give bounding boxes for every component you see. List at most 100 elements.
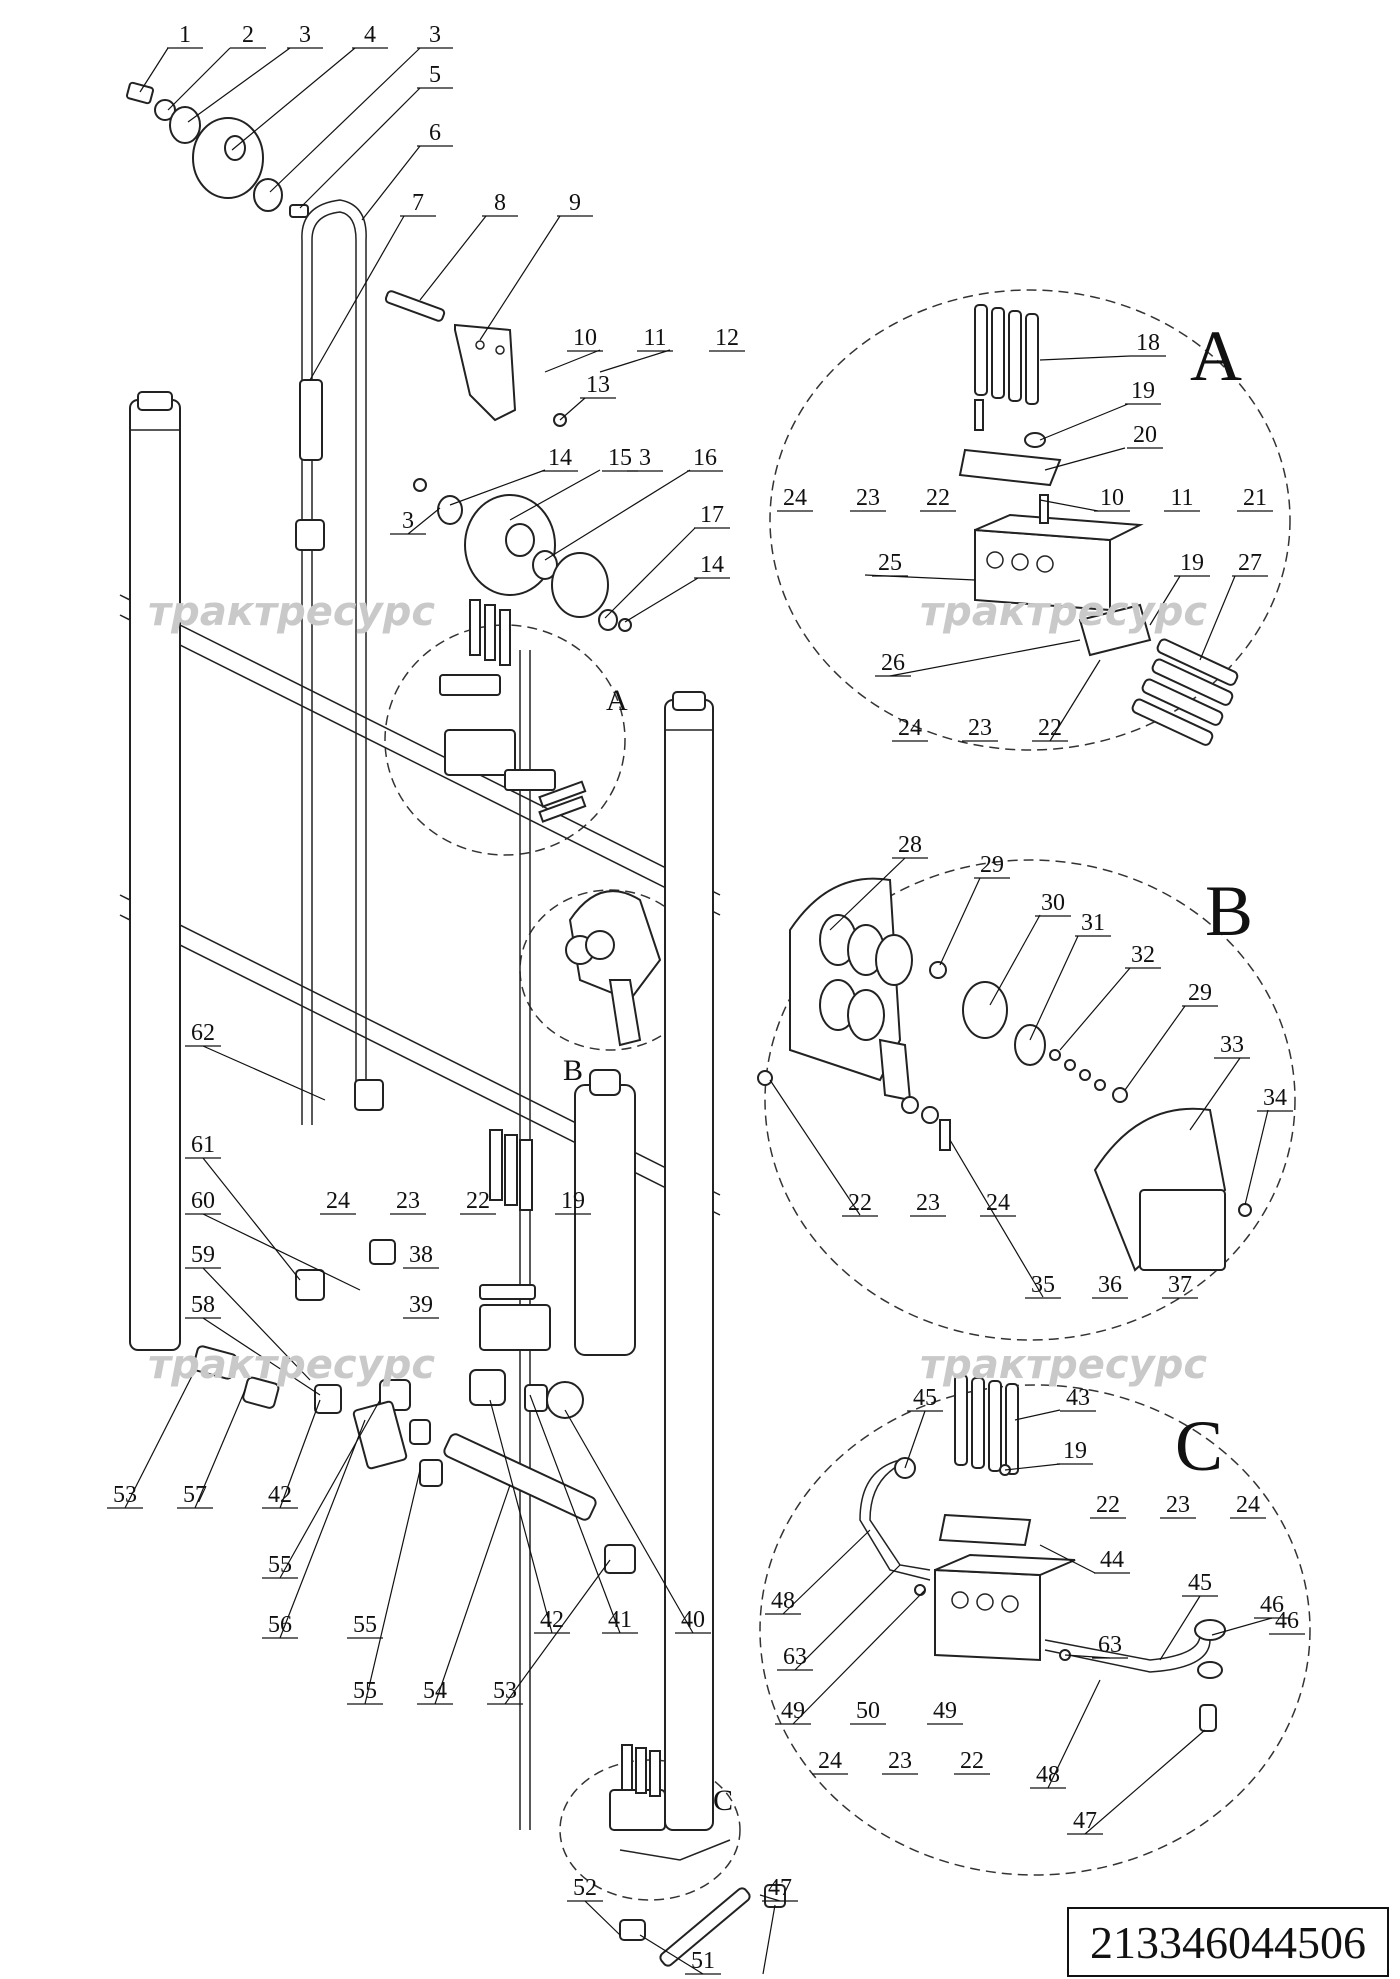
part-number-label: 23 xyxy=(888,1748,912,1774)
left-cylinder xyxy=(129,391,181,1351)
part-number-label: 49 xyxy=(781,1698,805,1724)
part-number-label: 47 xyxy=(768,1875,792,1901)
part-number-label: 2 xyxy=(242,22,254,48)
right-cylinder xyxy=(664,691,714,1831)
leader-line xyxy=(762,1904,776,1975)
leader-line xyxy=(509,469,601,521)
leader-line xyxy=(1039,403,1129,441)
part-number-label: 34 xyxy=(1263,1085,1287,1111)
part-number-label: 45 xyxy=(913,1385,937,1411)
part-number-label: 26 xyxy=(881,650,905,676)
small-letter-a: A xyxy=(606,684,628,717)
leader-line xyxy=(139,47,169,93)
leader-line xyxy=(407,507,441,535)
part-number-label: 12 xyxy=(715,325,739,351)
watermark-2: трактресурс xyxy=(920,589,1207,635)
part-number-label: 8 xyxy=(494,190,506,216)
watermark-4: трактресурс xyxy=(920,1342,1207,1388)
part-number-label: 62 xyxy=(191,1020,215,1046)
leader-line xyxy=(434,1484,511,1705)
part-number-label: 9 xyxy=(569,190,581,216)
part-number-label: 3 xyxy=(299,22,311,48)
leader-line xyxy=(792,1589,926,1725)
part-number-label: 32 xyxy=(1131,942,1155,968)
part-number-label: 22 xyxy=(960,1748,984,1774)
leader-line xyxy=(989,914,1041,1006)
watermark-3: трактресурс xyxy=(148,1342,435,1388)
part-number-label: 3 xyxy=(429,22,441,48)
part-number-label: 55 xyxy=(353,1612,377,1638)
part-number-label: 24 xyxy=(326,1188,350,1214)
part-number-label: 23 xyxy=(916,1190,940,1216)
leader-line xyxy=(187,47,291,123)
part-number-label: 48 xyxy=(771,1588,795,1614)
part-number-label: 19 xyxy=(1180,550,1204,576)
part-number-label: 29 xyxy=(1188,980,1212,1006)
leader-line xyxy=(279,1399,321,1509)
leader-line xyxy=(1044,447,1126,471)
part-number-label: 40 xyxy=(681,1607,705,1633)
leader-line xyxy=(829,857,906,931)
part-number-label: 48 xyxy=(1036,1762,1060,1788)
leader-line xyxy=(1039,355,1131,361)
part-number-label: 23 xyxy=(968,715,992,741)
leader-line xyxy=(1059,967,1131,1051)
part-number-label: 24 xyxy=(898,715,922,741)
part-number-label: 63 xyxy=(1098,1632,1122,1658)
part-number-label: 16 xyxy=(693,445,717,471)
part-number-label: 39 xyxy=(409,1292,433,1318)
part-number-label: 60 xyxy=(191,1188,215,1214)
detail-letter-c: C xyxy=(1175,1406,1223,1486)
leader-line xyxy=(939,877,981,966)
leader-line xyxy=(949,1139,1044,1298)
part-number-label: 24 xyxy=(783,485,807,511)
part-number-label: 11 xyxy=(643,325,666,351)
detail-b-circle xyxy=(764,859,1296,1341)
small-letter-b: B xyxy=(563,1054,583,1087)
leader-line xyxy=(624,577,699,623)
part-number-label: 23 xyxy=(1166,1492,1190,1518)
part-number-label: 41 xyxy=(608,1607,632,1633)
part-number-label: 24 xyxy=(818,1748,842,1774)
part-number-label: 42 xyxy=(540,1607,564,1633)
part-number-label: 22 xyxy=(466,1188,490,1214)
leader-line xyxy=(504,1559,611,1705)
leader-line xyxy=(1004,1463,1061,1471)
leader-line xyxy=(269,47,421,193)
leader-line xyxy=(1244,1109,1269,1206)
part-number-label: 50 xyxy=(856,1698,880,1724)
part-number-label: 30 xyxy=(1041,890,1065,916)
leader-line xyxy=(231,47,356,151)
part-number-label: 19 xyxy=(1063,1438,1087,1464)
part-number-label: 14 xyxy=(548,445,572,471)
part-number-label: 42 xyxy=(268,1482,292,1508)
detail-a-circle xyxy=(769,289,1291,751)
part-number-label: 22 xyxy=(926,485,950,511)
part-number-label: 23 xyxy=(396,1188,420,1214)
part-number-label: 7 xyxy=(412,190,424,216)
part-number-label: 1 xyxy=(179,22,191,48)
part-number-label: 43 xyxy=(1066,1385,1090,1411)
leader-line xyxy=(124,1369,196,1509)
leader-line xyxy=(1211,1617,1273,1636)
leader-line xyxy=(1047,1679,1101,1789)
leader-line xyxy=(489,1399,553,1634)
leader-line xyxy=(309,215,405,381)
part-number-label: 10 xyxy=(573,325,597,351)
part-number-label: 3 xyxy=(639,445,651,471)
part-number-label: 33 xyxy=(1220,1032,1244,1058)
leader-line xyxy=(194,1389,246,1509)
part-number-label: 52 xyxy=(573,1875,597,1901)
part-number-label: 53 xyxy=(113,1482,137,1508)
part-number-label: 61 xyxy=(191,1132,215,1158)
leader-line xyxy=(1084,1729,1206,1835)
part-number-label: 23 xyxy=(856,485,880,511)
part-number-label: 15 xyxy=(608,445,632,471)
detail-letter-b: B xyxy=(1205,871,1253,951)
part-number-label: 17 xyxy=(700,502,724,528)
hose-lines xyxy=(295,199,650,1831)
part-number-label: 14 xyxy=(700,552,724,578)
part-number-label: 4 xyxy=(364,22,376,48)
part-number-label: 21 xyxy=(1243,485,1267,511)
